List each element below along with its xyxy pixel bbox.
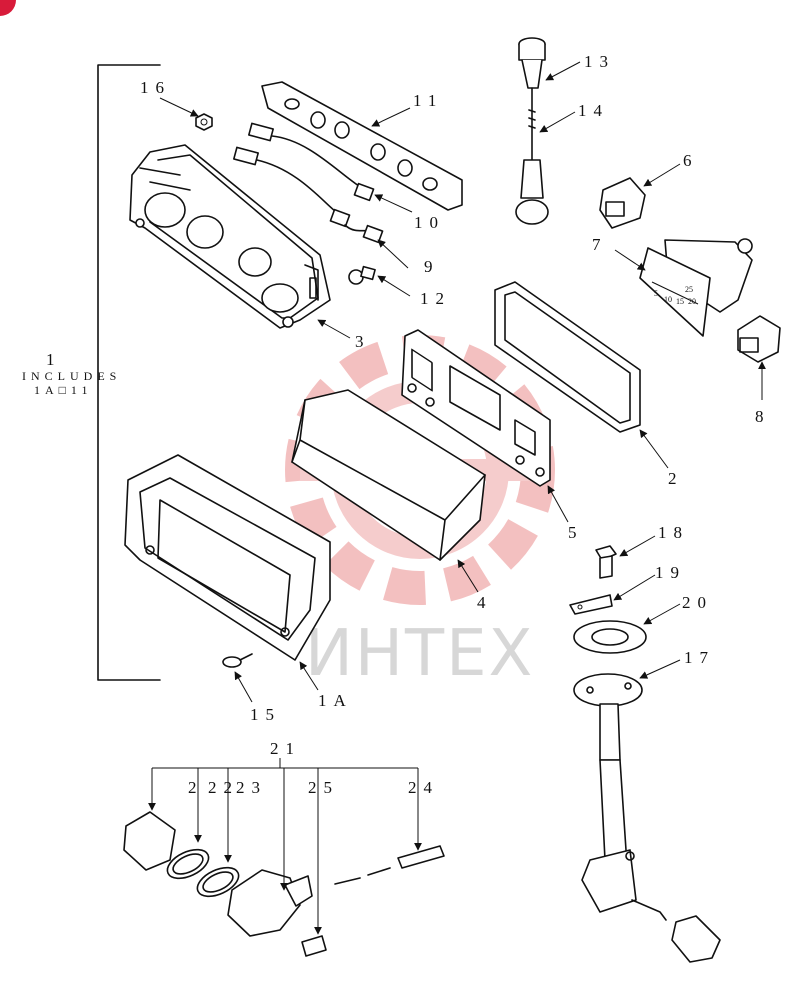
callout-9: 9	[424, 257, 440, 276]
callout-2: 2	[668, 469, 684, 488]
part-9-connector	[344, 224, 384, 244]
callout-16: 16	[140, 78, 171, 97]
part-10-wire-harness	[233, 122, 375, 228]
gauge-scale-20: 20	[688, 297, 696, 306]
part-17-fuel-sender	[573, 673, 721, 963]
callout-21: 21	[270, 739, 301, 758]
callout-22: 22	[208, 778, 239, 797]
part-18-bolt	[595, 545, 617, 579]
gauge-scale-15: 15	[676, 297, 684, 306]
watermark-text: ИНТЕХ	[305, 617, 534, 691]
callout-10: 10	[414, 213, 445, 232]
callout-7: 7	[592, 235, 608, 254]
callout-8: 8	[755, 407, 771, 426]
gauge-scale-25: 25	[685, 285, 693, 294]
part-1a-bezel	[124, 454, 331, 661]
callout-14: 14	[578, 101, 609, 120]
gauge-scale-5: 5	[654, 289, 658, 298]
callout-1a: 1A	[318, 691, 353, 710]
callout-19: 19	[655, 563, 686, 582]
callout-11: 11	[413, 91, 443, 110]
callout-leaders	[148, 61, 766, 935]
callout-12: 12	[420, 289, 451, 308]
part-2-lens-seal	[494, 281, 641, 433]
callout-23: 23	[236, 778, 267, 797]
callout-15: 15	[250, 705, 281, 724]
part-4-lens	[291, 389, 486, 561]
part-15-screw	[222, 653, 253, 668]
group-note-line2: 1A□11	[34, 383, 92, 397]
callout-13: 13	[584, 52, 615, 71]
part-12-bulb	[348, 265, 376, 285]
callout-17: 17	[684, 648, 715, 667]
callout-25: 25	[308, 778, 339, 797]
part-6-switch-knob	[599, 177, 646, 229]
corner-badge-icon	[0, 0, 16, 16]
group-number: 1	[46, 350, 62, 369]
part-3-instrument-housing	[129, 144, 331, 329]
part-5-gasket	[401, 329, 551, 487]
callout-4: 4	[477, 593, 493, 612]
group-bracket	[97, 64, 161, 681]
part-21-assembly	[123, 811, 445, 957]
part-16-nut	[195, 113, 213, 131]
part-7-gauge: 25 5 10 15 20	[639, 238, 753, 337]
part-19-clip	[569, 594, 613, 615]
gauge-scale-10: 10	[664, 295, 672, 304]
callout-18: 18	[658, 523, 689, 542]
part-20-gasket-ring	[573, 620, 647, 654]
callout-24: 24	[408, 778, 439, 797]
callout-20: 20	[682, 593, 713, 612]
group-note-line1: INCLUDES	[22, 369, 121, 383]
part-11-mounting-plate	[261, 81, 463, 211]
callout-3: 3	[355, 332, 371, 351]
part-13-14-speedometer-cable	[515, 37, 549, 225]
callout-6: 6	[683, 151, 699, 170]
callout-2-lower: 2	[188, 778, 204, 797]
callout-5: 5	[568, 523, 584, 542]
part-8-switch-knob	[737, 315, 781, 363]
